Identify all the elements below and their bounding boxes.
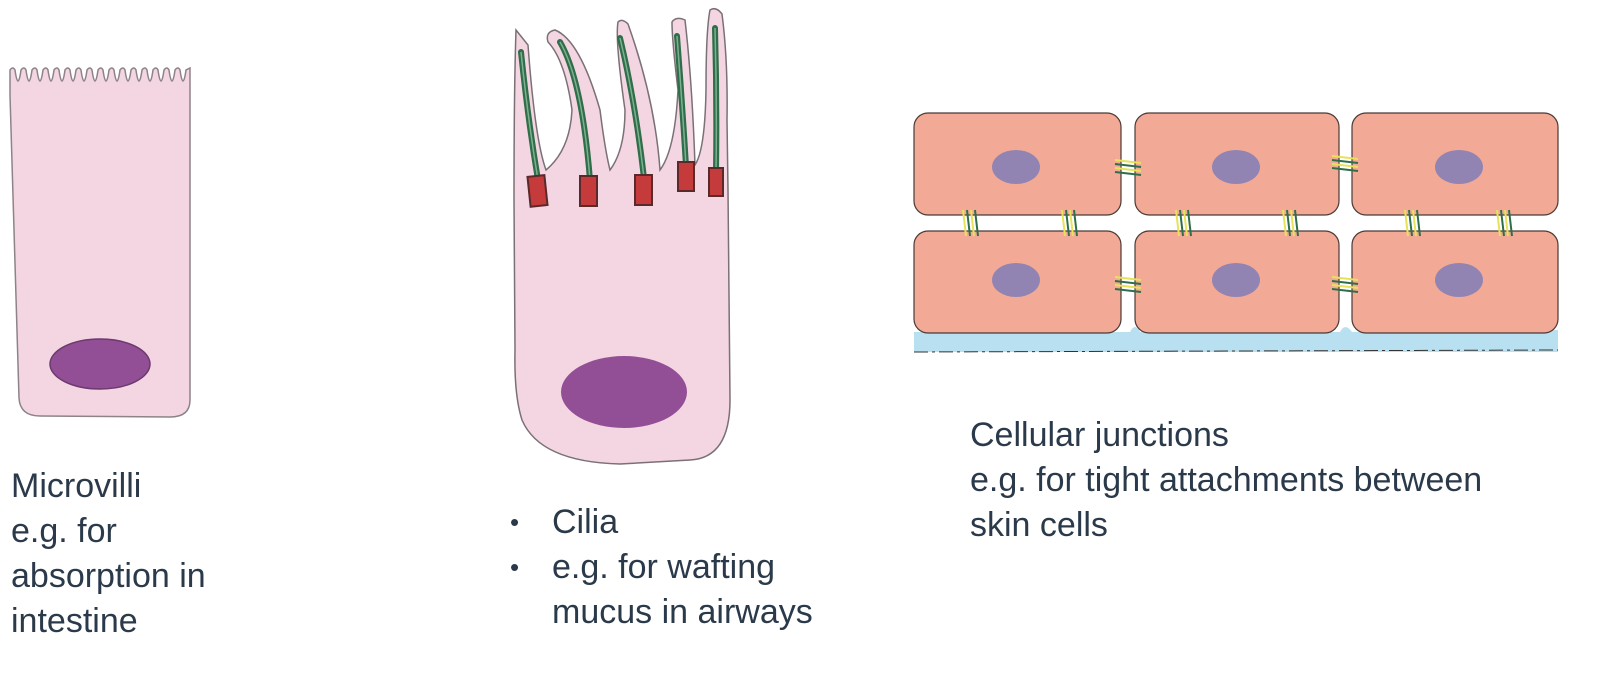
ciliated-cell-body (513, 7, 731, 465)
microvilli-caption: Microvilli e.g. for absorption in intest… (11, 464, 206, 644)
microvilli-caption-line: e.g. for (11, 512, 117, 550)
cilia-bullet-line: Cilia (552, 503, 619, 541)
skin-cells (913, 112, 1559, 334)
microvilli-caption-line: absorption in (11, 557, 206, 595)
cilia-bullet-item: e.g. for wafting mucus in airways (510, 545, 813, 635)
basal-bodies (526, 161, 724, 208)
microvilli-caption-line: Microvilli (11, 467, 142, 505)
junctions-caption-line: Cellular junctions (970, 416, 1229, 454)
ciliated-nucleus (561, 356, 687, 428)
tight-junctions-horizontal (1114, 155, 1359, 293)
cilia-bullet-line: e.g. for wafting (552, 548, 776, 586)
junctions-caption-line: e.g. for tight attachments between (970, 461, 1483, 499)
microvilli-cell-body (9, 66, 191, 418)
cilia-bullet-list: Cilia e.g. for wafting mucus in airways (510, 500, 813, 635)
junctions-caption: Cellular junctions e.g. for tight attach… (970, 413, 1482, 548)
skin-nuclei (992, 150, 1483, 297)
tight-junctions-vertical (962, 209, 1513, 237)
microvilli-caption-line: intestine (11, 602, 138, 640)
cilia-shaft-highlights (520, 27, 718, 181)
cilia-bullet-item: Cilia (510, 500, 813, 545)
junctions-caption-line: skin cells (970, 506, 1108, 544)
cilia-bullet-line: mucus in airways (552, 593, 813, 631)
cilia-caption: Cilia e.g. for wafting mucus in airways (510, 500, 813, 635)
microvilli-nucleus (49, 338, 151, 390)
